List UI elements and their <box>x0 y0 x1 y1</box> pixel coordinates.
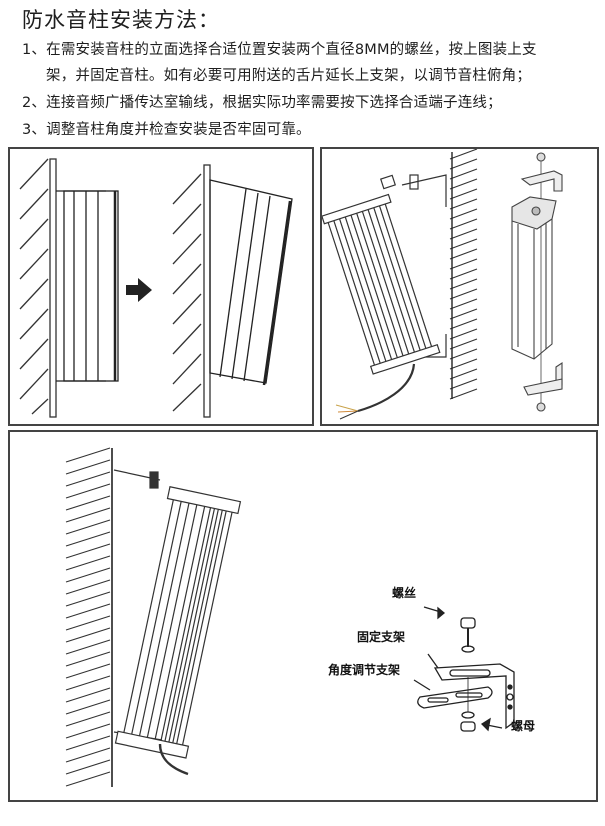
diagram-tilt-adjustment <box>8 147 314 426</box>
diagram-wall-mount <box>320 147 599 426</box>
wall-hatch-left <box>19 158 49 415</box>
label-angle-bracket: 角度调节支架 <box>328 663 401 677</box>
bracket-detail-svg <box>65 447 515 787</box>
wall-plate-right <box>203 164 211 418</box>
wall-plate-left <box>49 158 57 418</box>
mounted-speaker <box>322 174 447 413</box>
page-title: 防水音柱安装方法： <box>22 8 220 32</box>
step-1-line-2: 架，并固定音柱。如有必要可用附送的舌片延长上支架，以调节音柱俯角； <box>46 68 532 84</box>
step-2: 2、连接音频广播传达室输线，根据实际功率需要按下选择合适端子连线； <box>22 95 502 111</box>
bracket-assembly <box>413 606 515 732</box>
step-3: 3、调整音柱角度并检查安装是否牢固可靠。 <box>22 122 311 138</box>
speaker-upright <box>56 190 119 382</box>
label-screw: 螺丝 <box>392 586 417 600</box>
label-nut: 螺母 <box>511 719 536 733</box>
diagram-bracket-detail: 螺丝 固定支架 角度调节支架 螺母 <box>8 430 598 802</box>
label-fixed-bracket: 固定支架 <box>357 630 406 644</box>
right-arrow-icon <box>126 278 152 302</box>
step-1-line-1: 1、在需安装音柱的立面选择合适位置安装两个直径8MM的螺丝，按上图装上支 <box>22 42 537 58</box>
tilted-speaker <box>113 469 242 776</box>
tilt-diagram-svg <box>19 158 293 418</box>
speaker-tilted <box>209 179 293 386</box>
wall-mount-svg <box>322 149 563 420</box>
wall-hatch-right <box>172 173 202 412</box>
wall-hatch <box>65 447 111 787</box>
cable-wires <box>335 404 359 420</box>
exploded-speaker <box>511 152 563 412</box>
wall-hatch <box>449 149 478 400</box>
